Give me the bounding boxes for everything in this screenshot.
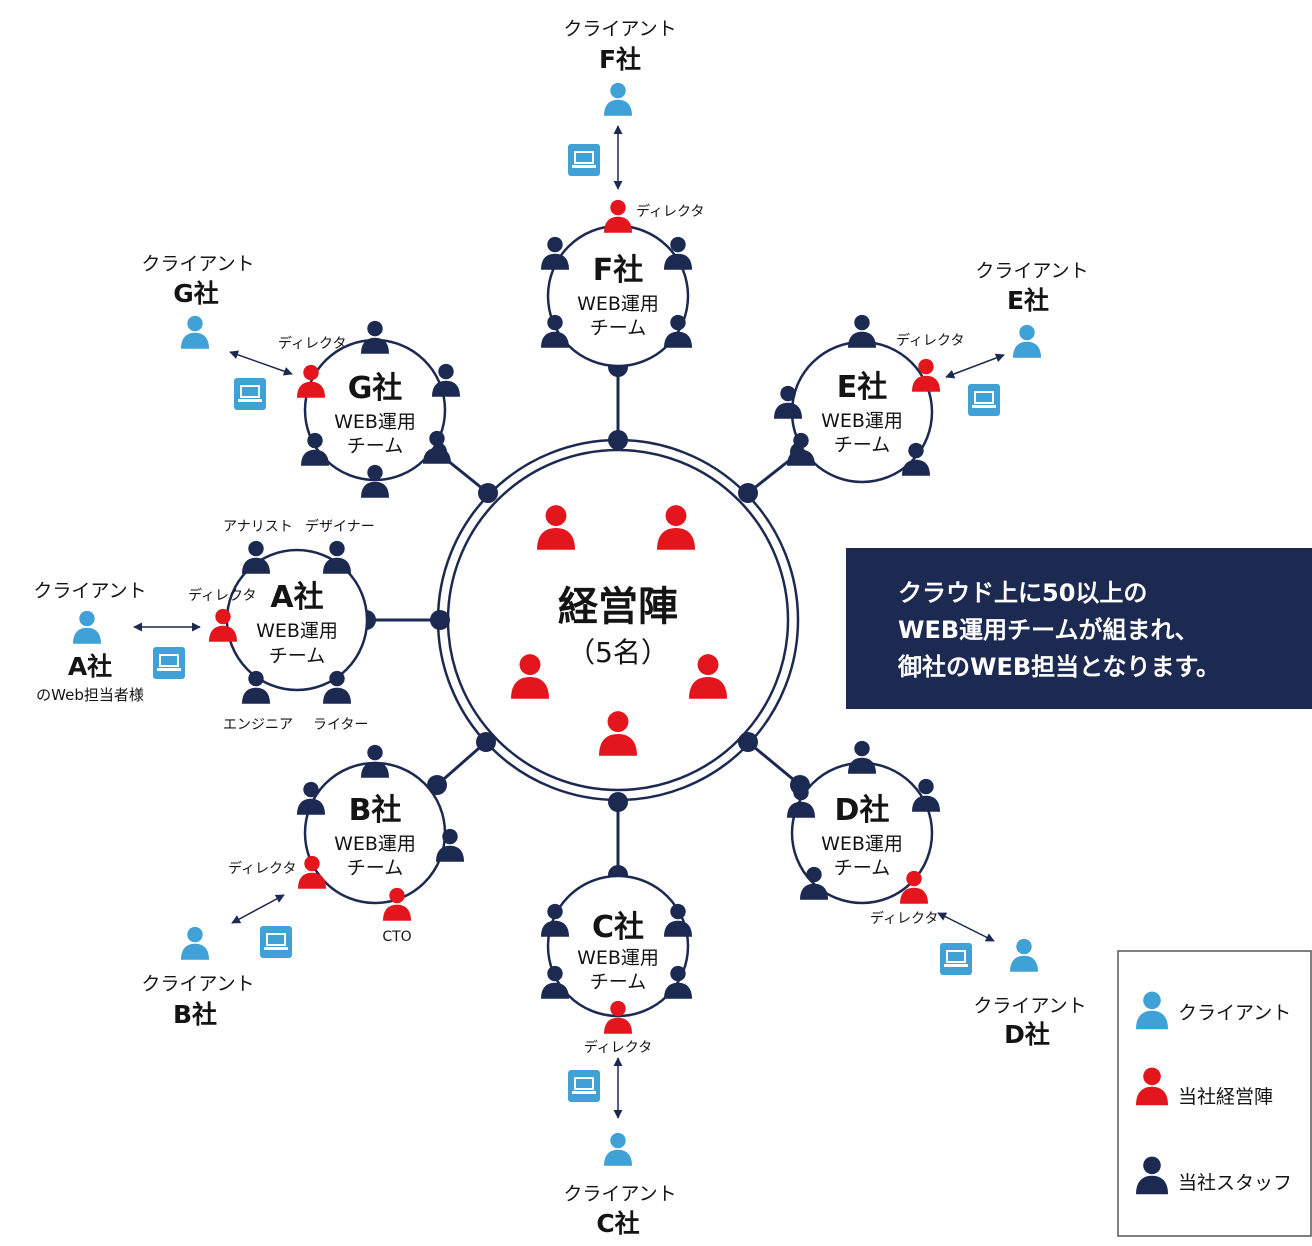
role-writer: ライター (313, 717, 368, 733)
callout-box: クラウド上に50以上の WEB運用チームが組まれ、 御社のWEB担当となります。 (846, 548, 1312, 709)
client-person-icon (73, 610, 101, 644)
client-label: クライアント (33, 580, 146, 602)
team-line1: WEB運用 (577, 947, 659, 969)
laptop-icon (260, 926, 292, 958)
team-b: ディレクタ CTO B社 WEB運用 チーム クライアント B社 (141, 744, 464, 1029)
team-line1: WEB運用 (821, 833, 903, 855)
legend-client-label: クライアント (1178, 1002, 1291, 1024)
client-company: G社 (173, 279, 219, 308)
director-label: ディレクタ (188, 587, 256, 604)
laptop-icon (968, 384, 1000, 416)
client-company: C社 (596, 1209, 639, 1238)
client-company: A社 (68, 652, 112, 681)
management-hub: 経営陣 （5名） (436, 438, 800, 802)
laptop-icon (234, 378, 266, 410)
team-a: アナリスト デザイナー エンジニア ライター ディレクタ A社 WEB運用 チー… (33, 518, 374, 733)
client-label: クライアント (973, 995, 1086, 1017)
team-company: C社 (592, 910, 644, 945)
team-company: E社 (837, 370, 888, 405)
client-label: クライアント (563, 1183, 676, 1205)
team-company: G社 (348, 371, 403, 406)
team-line1: WEB運用 (821, 410, 903, 432)
director-person-icon (604, 199, 632, 233)
team-line2: チーム (834, 434, 890, 456)
director-label: ディレクタ (584, 1039, 652, 1056)
client-contact: のWeb担当者様 (36, 686, 144, 704)
laptop-icon (153, 647, 185, 679)
client-company: D社 (1004, 1020, 1050, 1049)
team-line1: WEB運用 (577, 293, 659, 315)
team-line2: チーム (590, 317, 646, 339)
team-line2: チーム (347, 857, 403, 879)
callout-line1: クラウド上に50以上の (898, 579, 1147, 607)
client-person-icon (1010, 938, 1038, 972)
team-e: ディレクタ E社 WEB運用 チーム クライアント E社 (774, 260, 1089, 484)
role-designer: デザイナー (305, 518, 375, 535)
laptop-icon (940, 943, 972, 975)
team-line1: WEB運用 (334, 411, 416, 433)
team-company: A社 (270, 580, 323, 615)
client-company: B社 (173, 1000, 217, 1029)
hub-subtitle: （5名） (567, 636, 669, 669)
laptop-icon (568, 1070, 600, 1102)
client-label: クライアント (975, 260, 1088, 282)
team-line1: WEB運用 (334, 833, 416, 855)
director-label: ディレクタ (228, 860, 296, 877)
client-label: クライアント (141, 253, 254, 275)
client-label: クライアント (141, 973, 254, 995)
director-label: ディレクタ (278, 335, 346, 352)
staff-person-icon (848, 740, 876, 774)
role-analyst: アナリスト (223, 519, 293, 535)
client-person-icon (181, 926, 209, 960)
staff-person-icon (361, 744, 389, 778)
client-label: クライアント (563, 18, 676, 40)
legend-management-label: 当社経営陣 (1178, 1086, 1273, 1108)
director-label: ディレクタ (636, 203, 704, 220)
connectors (366, 367, 801, 875)
legend: クライアント 当社経営陣 当社スタッフ (1117, 950, 1312, 1237)
client-person-icon (181, 315, 209, 349)
team-company: D社 (835, 793, 890, 828)
team-line1: WEB運用 (256, 620, 338, 642)
director-label: ディレクタ (870, 910, 938, 927)
hub-title: 経営陣 (558, 584, 678, 630)
team-line2: チーム (347, 435, 403, 457)
client-company: E社 (1007, 286, 1049, 315)
staff-person-icon (848, 314, 876, 348)
client-person-icon (1013, 324, 1041, 358)
team-company: F社 (593, 253, 644, 288)
director-label: ディレクタ (896, 332, 964, 349)
role-engineer: エンジニア (223, 717, 293, 733)
client-person-icon (604, 82, 632, 116)
team-line2: チーム (269, 645, 325, 667)
team-d: ディレクタ D社 WEB運用 チーム クライアント D社 (787, 740, 1087, 1049)
client-person-icon (604, 1132, 632, 1166)
client-company: F社 (599, 45, 641, 74)
staff-person-icon (361, 320, 389, 354)
team-line2: チーム (590, 971, 646, 993)
team-g: ディレクタ G社 WEB運用 チーム クライアント G社 (141, 253, 460, 498)
legend-staff-label: 当社スタッフ (1178, 1172, 1292, 1194)
callout-line2: WEB運用チームが組まれ、 (898, 616, 1199, 644)
callout-line3: 御社のWEB担当となります。 (897, 653, 1220, 681)
team-c: ディレクタ C社 WEB運用 チーム クライアント C社 (541, 874, 692, 1238)
laptop-icon (568, 144, 600, 176)
team-company: B社 (349, 793, 402, 828)
cto-label: CTO (382, 929, 411, 945)
team-f: ディレクタ F社 WEB運用 チーム クライアント F社 (541, 18, 704, 368)
team-line2: チーム (834, 857, 890, 879)
